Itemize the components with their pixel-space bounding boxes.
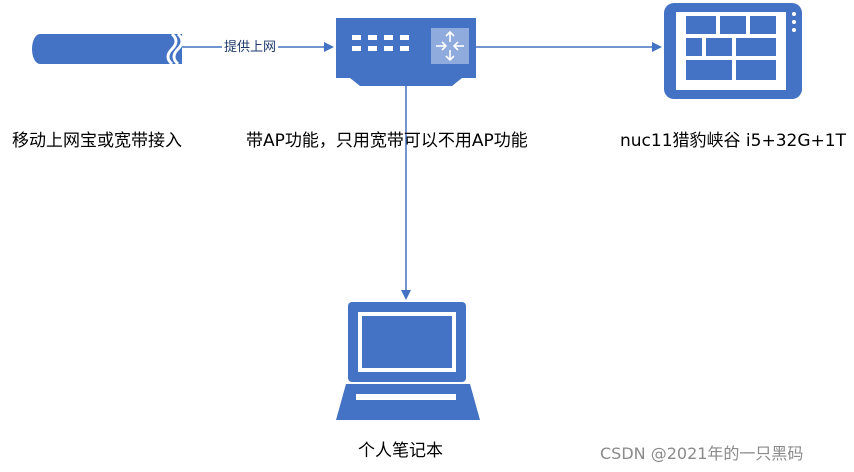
laptop-icon xyxy=(336,302,480,420)
laptop-label: 个人笔记本 xyxy=(358,441,443,461)
modem-label: 移动上网宝或宽带接入 xyxy=(12,131,182,151)
server-device-icon xyxy=(664,3,802,99)
server-label: nuc11猎豹峡谷 i5+32G+1T xyxy=(620,131,846,151)
edge-label-modem-router: 提供上网 xyxy=(222,40,279,56)
modem-cable-icon xyxy=(32,32,184,66)
router-icon xyxy=(336,18,476,86)
router-label: 带AP功能，只用宽带可以不用AP功能 xyxy=(246,131,528,151)
watermark: CSDN @2021年的一只黑码 xyxy=(600,444,804,463)
